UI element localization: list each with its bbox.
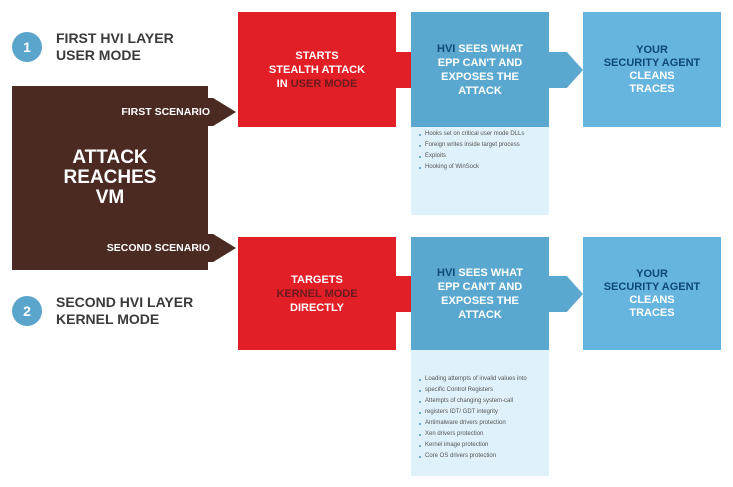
detail-item: Exploits: [419, 151, 543, 162]
row1-hvi-box: HVI SEES WHAT EPP CAN'T AND EXPOSES THE …: [411, 12, 549, 127]
detail-item: Attempts of changing system-call: [419, 396, 543, 407]
row1-security-agent-box: YOUR SECURITY AGENT CLEANS TRACES: [583, 12, 721, 127]
row2-red-box: TARGETS KERNEL MODE DIRECTLY: [238, 237, 396, 350]
detail-item: Xen drivers protection: [419, 429, 543, 440]
row1-red-box: STARTS STEALTH ATTACK IN USER MODE: [238, 12, 396, 127]
row2-hvi-box: HVI SEES WHAT EPP CAN'T AND EXPOSES THE …: [411, 237, 549, 350]
row2-security-agent-box: YOUR SECURITY AGENT CLEANS TRACES: [583, 237, 721, 350]
layer-1-label: 1 FIRST HVI LAYER USER MODE: [12, 30, 174, 64]
detail-item: Foreign writes inside target process: [419, 140, 543, 151]
detail-item: Hooks set on critical user mode DLLs: [419, 129, 543, 140]
layer-2-label: 2 SECOND HVI LAYER KERNEL MODE: [12, 294, 193, 328]
row2-blue-arrow: [547, 276, 583, 312]
detail-item: registers IDT/ GDT integrity: [419, 407, 543, 418]
second-scenario-tab: SECOND SCENARIO: [60, 234, 236, 262]
layer-2-number-badge: 2: [12, 296, 42, 326]
detail-item: Kernel image protection: [419, 440, 543, 451]
row1-blue-arrow: [547, 52, 583, 88]
layer-2-title: SECOND HVI LAYER KERNEL MODE: [56, 294, 194, 327]
detail-item: Antimalware drivers protection: [419, 418, 543, 429]
layer-1-title: FIRST HVI LAYER USER MODE: [56, 30, 174, 63]
layer-1-number-badge: 1: [12, 32, 42, 62]
row1-details-panel: Hooks set on critical user mode DLLs For…: [411, 125, 549, 215]
first-scenario-tab: FIRST SCENARIO: [60, 98, 236, 126]
detail-item: Core OS drivers protection: [419, 451, 543, 462]
detail-item: Loading attempts of invalid values into: [419, 374, 543, 385]
row2-details-panel: Loading attempts of invalid values into …: [411, 348, 549, 476]
detail-item: specific Control Registers: [419, 385, 543, 396]
detail-item: Hooking of WinSock: [419, 162, 543, 173]
